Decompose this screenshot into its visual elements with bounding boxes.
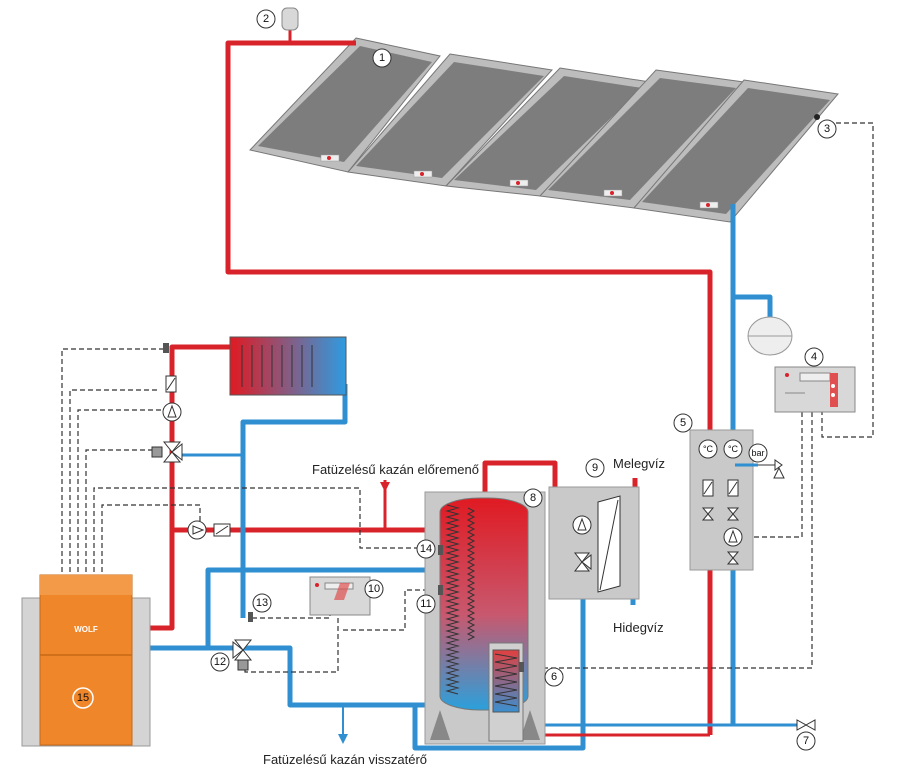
marker-3: 3	[817, 119, 837, 139]
svg-text:13: 13	[256, 597, 268, 609]
return-arrow-icon	[338, 734, 348, 744]
marker-6: 6	[544, 667, 564, 687]
boiler-logo: WOLF	[74, 625, 98, 634]
svg-text:5: 5	[680, 417, 686, 429]
marker-8: 8	[523, 488, 543, 508]
cold-water-label: Hidegvíz	[613, 620, 664, 635]
dhw-pump-icon	[572, 515, 592, 535]
svg-text:10: 10	[368, 583, 380, 595]
svg-text:12: 12	[214, 656, 226, 668]
marker-15: 15	[72, 687, 94, 709]
marker-9: 9	[585, 458, 605, 478]
marker-13: 13	[252, 593, 272, 613]
temp-gauge-hot: °C	[703, 444, 714, 454]
pressure-gauge: bar	[735, 443, 785, 479]
tank-sensor	[438, 585, 443, 595]
svg-text:6: 6	[551, 671, 557, 683]
svg-text:15: 15	[77, 692, 89, 704]
radiator	[229, 336, 347, 396]
marker-10: 10	[364, 579, 384, 599]
heating-pump-icon	[162, 402, 182, 422]
marker-2: 2	[256, 9, 276, 29]
solar-collector-array	[249, 37, 839, 223]
collector-sensor	[814, 114, 820, 120]
pressure-unit: bar	[751, 448, 764, 458]
marker-5: 5	[673, 413, 693, 433]
solar-controller	[774, 366, 856, 413]
svg-text:3: 3	[824, 123, 830, 135]
marker-11: 11	[416, 594, 436, 614]
flow-label: Fatüzelésű kazán előremenő	[312, 462, 479, 477]
svg-text:4: 4	[811, 351, 817, 363]
solar-collector-panel	[633, 79, 839, 223]
mixing-valve-icon	[151, 441, 183, 463]
heating-controller	[309, 576, 371, 616]
solar-pump-icon	[723, 527, 743, 547]
heating-circuit-components	[151, 343, 231, 540]
dhw-valve-icon	[573, 552, 592, 572]
svg-text:11: 11	[420, 598, 431, 610]
svg-text:14: 14	[420, 543, 432, 555]
drain-valve-icon	[796, 719, 816, 731]
return-valve-icon	[232, 612, 253, 671]
dhw-station	[548, 486, 640, 600]
svg-text:2: 2	[263, 13, 269, 25]
marker-14: 14	[416, 539, 436, 559]
temp-gauge-cold: °C	[728, 444, 739, 454]
marker-7: 7	[796, 731, 816, 751]
svg-text:8: 8	[530, 492, 536, 504]
svg-text:1: 1	[379, 52, 385, 64]
marker-4: 4	[804, 347, 824, 367]
expansion-vessel-top	[281, 7, 299, 31]
tank-sensor	[438, 545, 443, 555]
solar-collector-panel	[249, 37, 441, 173]
solar-station: °C °C	[689, 429, 754, 571]
hot-water-label: Melegvíz	[613, 456, 665, 471]
wood-boiler: WOLF	[21, 574, 151, 747]
marker-12: 12	[210, 652, 230, 672]
solar-collector-panel	[444, 67, 652, 197]
marker-1: 1	[372, 48, 392, 68]
return-label: Fatüzelésű kazán visszatérő	[263, 752, 427, 767]
flow-arrow-icon	[380, 482, 390, 492]
control-wiring	[61, 122, 874, 673]
svg-text:9: 9	[592, 462, 598, 474]
svg-text:7: 7	[803, 735, 809, 747]
storage-tank	[424, 491, 546, 745]
callout-markers: 1 2 3 4 5 6 7 8 9 10 11 12 13 14 15	[72, 9, 837, 751]
expansion-vessel-solar	[747, 316, 793, 356]
boiler-pump-icon	[187, 520, 207, 540]
